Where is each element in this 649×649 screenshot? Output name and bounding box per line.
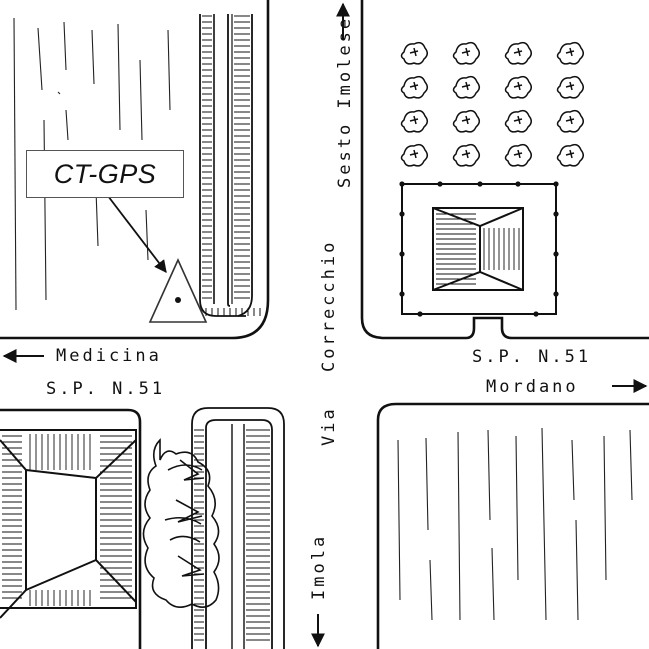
- label-via: Via: [319, 406, 339, 446]
- label-sp51-west: S.P. N.51: [46, 379, 165, 399]
- sw-building-roof-hatching: [2, 434, 132, 606]
- label-mordano: Mordano: [486, 377, 579, 397]
- ct-gps-marker: [107, 195, 208, 323]
- orchard: [400, 41, 584, 167]
- sw-hedge: [191, 407, 285, 649]
- sw-building: [0, 429, 137, 619]
- label-sp51-east: S.P. N.51: [472, 347, 591, 367]
- nw-hedge-hatching: [202, 15, 261, 316]
- sw-hedge-hatching: [194, 429, 270, 641]
- road-edge-se: [376, 402, 649, 649]
- ne-farmhouse-roof-hatching: [436, 213, 520, 285]
- fence-posts: [399, 181, 559, 317]
- se-field: [397, 427, 633, 621]
- marker-dot: [175, 297, 181, 303]
- ct-gps-label: CT-GPS: [26, 150, 184, 198]
- label-imola: Imola: [309, 534, 329, 600]
- label-sesto-imolese: Sesto Imolese: [335, 16, 355, 188]
- triangle-marker-icon: [148, 258, 208, 323]
- label-correcchio: Correcchio: [319, 240, 339, 372]
- road-edge-ne: [360, 0, 649, 340]
- label-medicina: Medicina: [56, 346, 162, 366]
- nw-field: [13, 17, 171, 311]
- road-edge-nw: [0, 0, 270, 340]
- nw-hedge: [199, 14, 253, 317]
- sw-bushes: [142, 438, 220, 608]
- road-edge-sw: [0, 408, 142, 649]
- ct-gps-pointer: [107, 195, 167, 274]
